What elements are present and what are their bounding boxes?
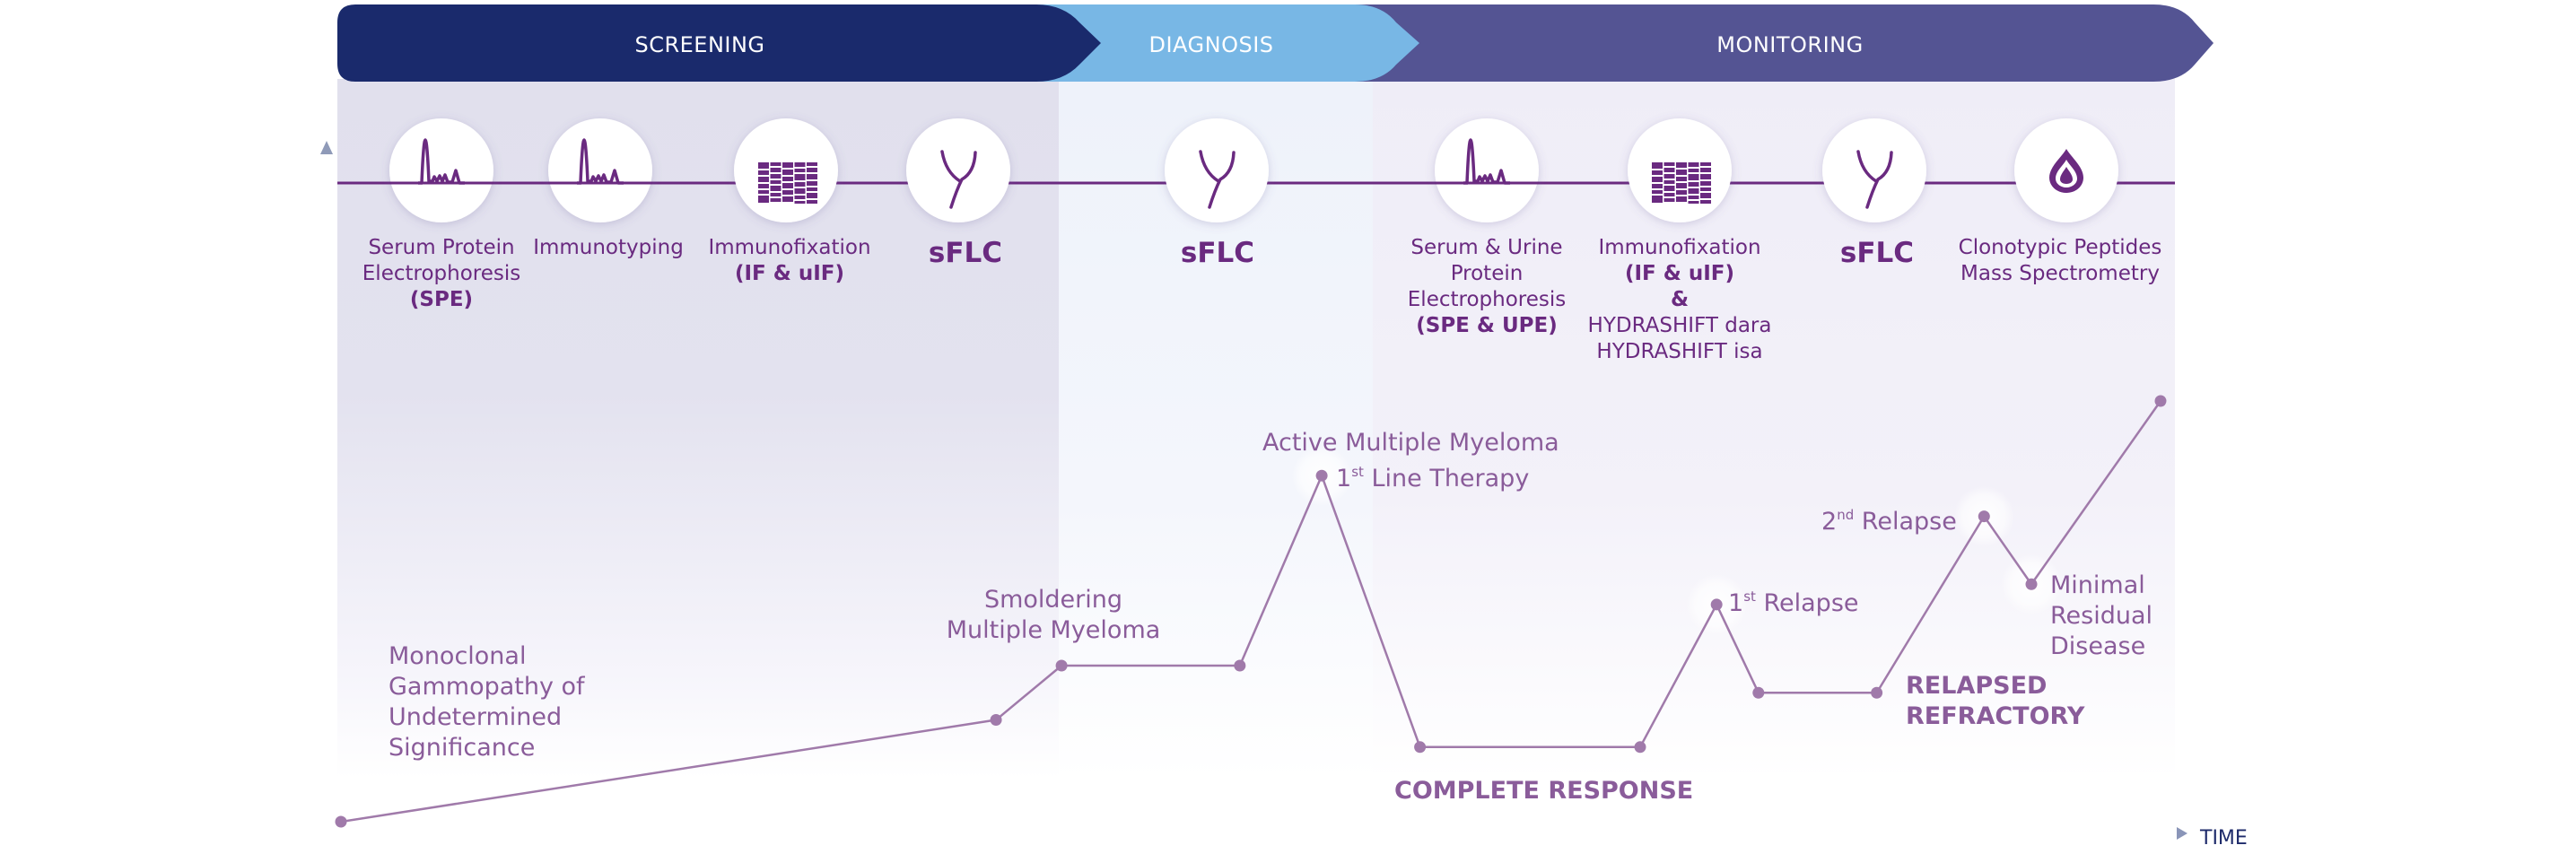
immunofixation-gel-icon xyxy=(758,162,817,204)
test-icon-badge xyxy=(389,118,493,222)
x-axis-arrowhead xyxy=(2177,827,2187,840)
trajectory-point xyxy=(1978,510,1990,523)
trajectory-segment xyxy=(340,719,997,824)
trajectory-segment xyxy=(2030,400,2162,585)
trajectory-point xyxy=(1234,659,1246,672)
stage-label-complete-response: COMPLETE RESPONSE xyxy=(1394,777,1694,805)
y-axis-arrowhead xyxy=(320,141,333,154)
phase-label-monitoring: MONITORING xyxy=(1716,32,1864,57)
test-icon-badge xyxy=(1822,118,1926,222)
trajectory-point xyxy=(1871,686,1883,699)
trajectory-point xyxy=(990,714,1002,727)
free-light-chain-icon xyxy=(1856,150,1893,209)
blood-drop-icon xyxy=(2049,149,2083,193)
test-icon-badge xyxy=(548,118,652,222)
stage-label-mgus: Monoclonal Gammopathy of Undetermined Si… xyxy=(389,642,585,762)
test-label-immunofixation-hydrashift: Immunofixation(IF & uIF)&HYDRASHIFT dara… xyxy=(1587,236,1772,363)
test-label-sflc-screening: sFLC xyxy=(928,237,1003,269)
test-icon-badge xyxy=(1628,118,1732,222)
immunofixation-gel-icon xyxy=(1652,162,1711,204)
electrophoresis-peak-icon xyxy=(1435,138,1539,185)
trajectory-point xyxy=(1710,598,1723,611)
trajectory-point xyxy=(2025,578,2038,590)
test-label-immunofixation: Immunofixation(IF & uIF) xyxy=(708,236,871,285)
test-icon-badge xyxy=(2014,118,2118,222)
stage-label-second-relapse: 2nd Relapse xyxy=(1821,507,1957,536)
x-axis-label: TIME xyxy=(2200,827,2248,850)
trajectory-point xyxy=(1414,741,1427,754)
test-label-immunotyping: Immunotyping xyxy=(533,236,684,259)
test-icon-badge xyxy=(734,118,838,222)
trajectory-point xyxy=(2154,395,2167,407)
test-icon-badge xyxy=(1435,118,1539,222)
electrophoresis-peak-icon xyxy=(389,138,493,185)
test-label-sflc-monitoring: sFLC xyxy=(1839,237,1915,269)
trajectory-segment xyxy=(1238,475,1323,667)
stage-label-relapsed-refractory: RELAPSED REFRACTORY xyxy=(1906,672,2085,730)
test-label-sflc-diagnosis: sFLC xyxy=(1180,237,1255,269)
monitoring-banner xyxy=(1346,4,2214,82)
trajectory-point xyxy=(1634,741,1646,754)
trajectory-segment xyxy=(1638,604,1718,748)
stage-label-smoldering: Smoldering Multiple Myeloma xyxy=(946,586,1161,644)
trajectory-point xyxy=(1055,659,1068,672)
test-icon-badge xyxy=(906,118,1010,222)
phase-label-diagnosis: DIAGNOSIS xyxy=(1148,32,1274,57)
test-icon-badge xyxy=(1165,118,1269,222)
stage-label-mrd: Minimal Residual Disease xyxy=(2050,571,2153,660)
stage-label-first-relapse: 1st Relapse xyxy=(1728,588,1859,617)
trajectory-segment xyxy=(1875,515,1986,693)
free-light-chain-icon xyxy=(940,150,977,209)
trajectory-point xyxy=(1752,686,1765,699)
trajectory-point xyxy=(1315,469,1328,482)
electrophoresis-peak-icon xyxy=(548,138,652,185)
free-light-chain-icon xyxy=(1199,150,1236,209)
trajectory-segment xyxy=(1983,515,2033,585)
phase-label-screening: SCREENING xyxy=(634,32,765,57)
trajectory-segment xyxy=(1716,604,1760,693)
screening-banner xyxy=(337,4,1101,82)
diagnosis-banner xyxy=(1032,4,1419,82)
trajectory-segment xyxy=(1320,475,1421,748)
stage-label-first-line-therapy: 1st Line Therapy xyxy=(1336,464,1530,492)
trajectory-segment xyxy=(995,665,1062,721)
trajectory-point xyxy=(335,815,347,828)
stage-label-active-mm: Active Multiple Myeloma xyxy=(1262,429,1559,457)
